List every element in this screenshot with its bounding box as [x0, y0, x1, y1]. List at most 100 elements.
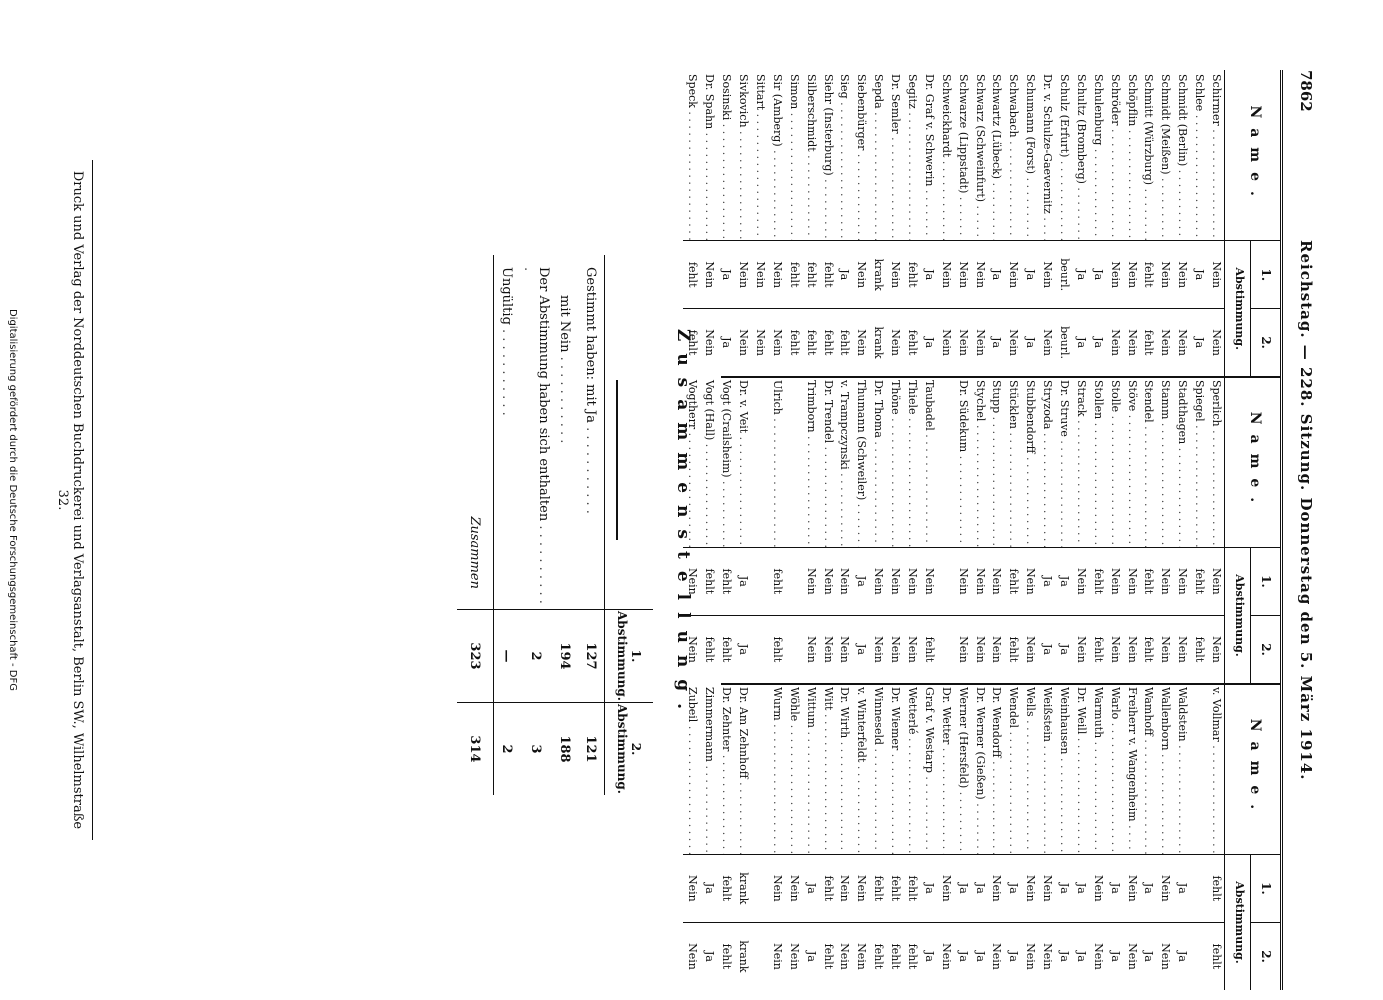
table-row: Dr. Wiemerfehltfehlt [886, 683, 904, 990]
member-name: Schwarz (Schweinfurt) [971, 70, 988, 240]
imprint-rule [92, 160, 93, 840]
table-row: Dr. ThomaNeinNein [869, 376, 887, 683]
vote2-header: 2. [1259, 336, 1273, 349]
vote1-cell: fehlt [801, 240, 819, 309]
member-name: Sosinski [717, 70, 734, 240]
vote1-cell: fehlt [784, 240, 802, 309]
vote1-header: 1. [1251, 241, 1281, 310]
table-row: Dr. Graf v. SchwerinJaJa [919, 70, 937, 377]
vote2-cell: Ja [801, 921, 819, 990]
table-row: SchröderNeinNein [1105, 70, 1123, 377]
table-row: Ulrichfehltfehlt [767, 376, 785, 683]
vote2-cell: Ja [970, 921, 988, 990]
member-name: Dr. Am Zehnhoff [734, 683, 751, 854]
vote1-cell: fehlt [886, 853, 904, 922]
vote1-cell: Nein [869, 546, 887, 615]
vote2-cell: Nein [1156, 614, 1174, 683]
vote1-cell: Nein [1207, 240, 1224, 309]
vote1-cell [936, 546, 954, 615]
vote1-cell: Nein [936, 240, 954, 309]
member-name: Thöne [886, 376, 903, 547]
table-row: SosinskiJaJa [717, 70, 735, 377]
vote2-cell: fehlt [835, 308, 853, 377]
member-name: Dr. Wendorff [988, 683, 1005, 854]
table-row: Dr. WetterNeinNein [936, 683, 954, 990]
vote1-cell: Nein [700, 240, 718, 309]
summary-row: mit Nein 194 188 [552, 255, 578, 795]
member-name: Dr. Graf v. Schwerin [920, 70, 937, 240]
member-name: Wöhle [785, 683, 802, 854]
member-name: Dr. Zehnter [717, 683, 734, 854]
summary-row-label: Ungültig [494, 255, 521, 610]
vote1-cell: Ja [1105, 853, 1123, 922]
vote2-cell: Nein [886, 308, 904, 377]
summary-row-v1: 127 [578, 609, 605, 703]
table-row: SchwabachNeinNein [1004, 70, 1022, 377]
table-row: WallenbornNeinNein [1156, 683, 1174, 990]
vote1-cell: Nein [1173, 240, 1191, 309]
vote1-header: 1. [1251, 854, 1281, 923]
table-row [1190, 683, 1208, 990]
vote2-cell: Nein [970, 308, 988, 377]
table-row: StubbendorffNeinNein [1021, 376, 1039, 683]
vote2-cell: Nein [1071, 614, 1089, 683]
member-name: Wendel [1004, 683, 1021, 854]
member-name: Weinhausen [1055, 683, 1072, 854]
vote1-cell: Nein [886, 240, 904, 309]
vote2-cell: Nein [886, 614, 904, 683]
vote2-cell: Nein [700, 308, 718, 377]
member-name: Schmitt (Würzburg) [1140, 70, 1157, 240]
vote1-cell: Ja [1055, 853, 1072, 922]
summary-total-v2: 314 [457, 702, 494, 795]
member-name: Schwarze (Lippstadt) [954, 70, 971, 240]
summary-col1-number: 1. [629, 649, 643, 663]
member-name: v. Vollmar [1207, 683, 1224, 854]
table-row: Silberschmidtfehltfehlt [801, 70, 819, 377]
vote2-cell: fehlt [767, 614, 785, 683]
vote2-cell: Nein [1021, 921, 1039, 990]
vote2-cell: Nein [1173, 614, 1191, 683]
table-row: SiegJafehlt [835, 70, 853, 377]
vote2-cell: Nein [970, 614, 988, 683]
vote2-header: 2. [1259, 950, 1273, 963]
member-name: Dr. Semler [886, 70, 903, 240]
vote2-cell: Nein [818, 614, 836, 683]
member-name: Segitz [903, 70, 920, 240]
vote2-cell: Nein [751, 308, 768, 377]
vote1-cell: Nein [1122, 240, 1140, 309]
vote1-cell: Nein [919, 546, 937, 615]
vote1-cell: Nein [953, 240, 971, 309]
member-name: Thiele [903, 376, 920, 547]
member-name: Sittart [751, 70, 768, 240]
table-row: WaldsteinJaJa [1173, 683, 1191, 990]
member-name: Stollen [1089, 376, 1106, 547]
table-row [784, 376, 802, 683]
member-name: Schirmer [1207, 70, 1224, 240]
vote2-cell: Ja [700, 921, 718, 990]
table-row: SivkovichNeinNein [734, 70, 752, 377]
table-row: Wetterléfehltfehlt [903, 683, 920, 990]
table-row: Spiegelfehltfehlt [1190, 376, 1208, 683]
table-row: ZimmermannJaJa [700, 683, 718, 990]
member-name: Wallenborn [1156, 683, 1173, 854]
member-name: Zimmermann [700, 683, 717, 854]
summary-section: Zusammenstellung. 1. Abstimmung. 2. Abst… [413, 255, 693, 795]
vote1-cell: Nein [936, 853, 954, 922]
vote1-cell: Ja [1021, 240, 1039, 309]
vote1-header: 1. [1251, 547, 1281, 616]
member-name: Stendel [1140, 376, 1157, 547]
member-name: Dr. Trendel [819, 376, 836, 547]
summary-col1-label: Abstimmung. [615, 611, 629, 701]
vote1-cell: Nein [1156, 853, 1174, 922]
vote1-cell: Nein [835, 853, 853, 922]
vote-header: 1.2.Abstimmung. [1225, 546, 1281, 683]
vote1-cell: Nein [1156, 240, 1174, 309]
table-row: Dr. StruveJaJa [1055, 376, 1072, 683]
vote1-cell: Ja [1088, 240, 1106, 309]
member-name: Freiherr v. Wangenheim [1123, 683, 1140, 854]
table-row: SittartNeinNein [751, 70, 768, 377]
summary-row-v1: — [493, 609, 520, 703]
